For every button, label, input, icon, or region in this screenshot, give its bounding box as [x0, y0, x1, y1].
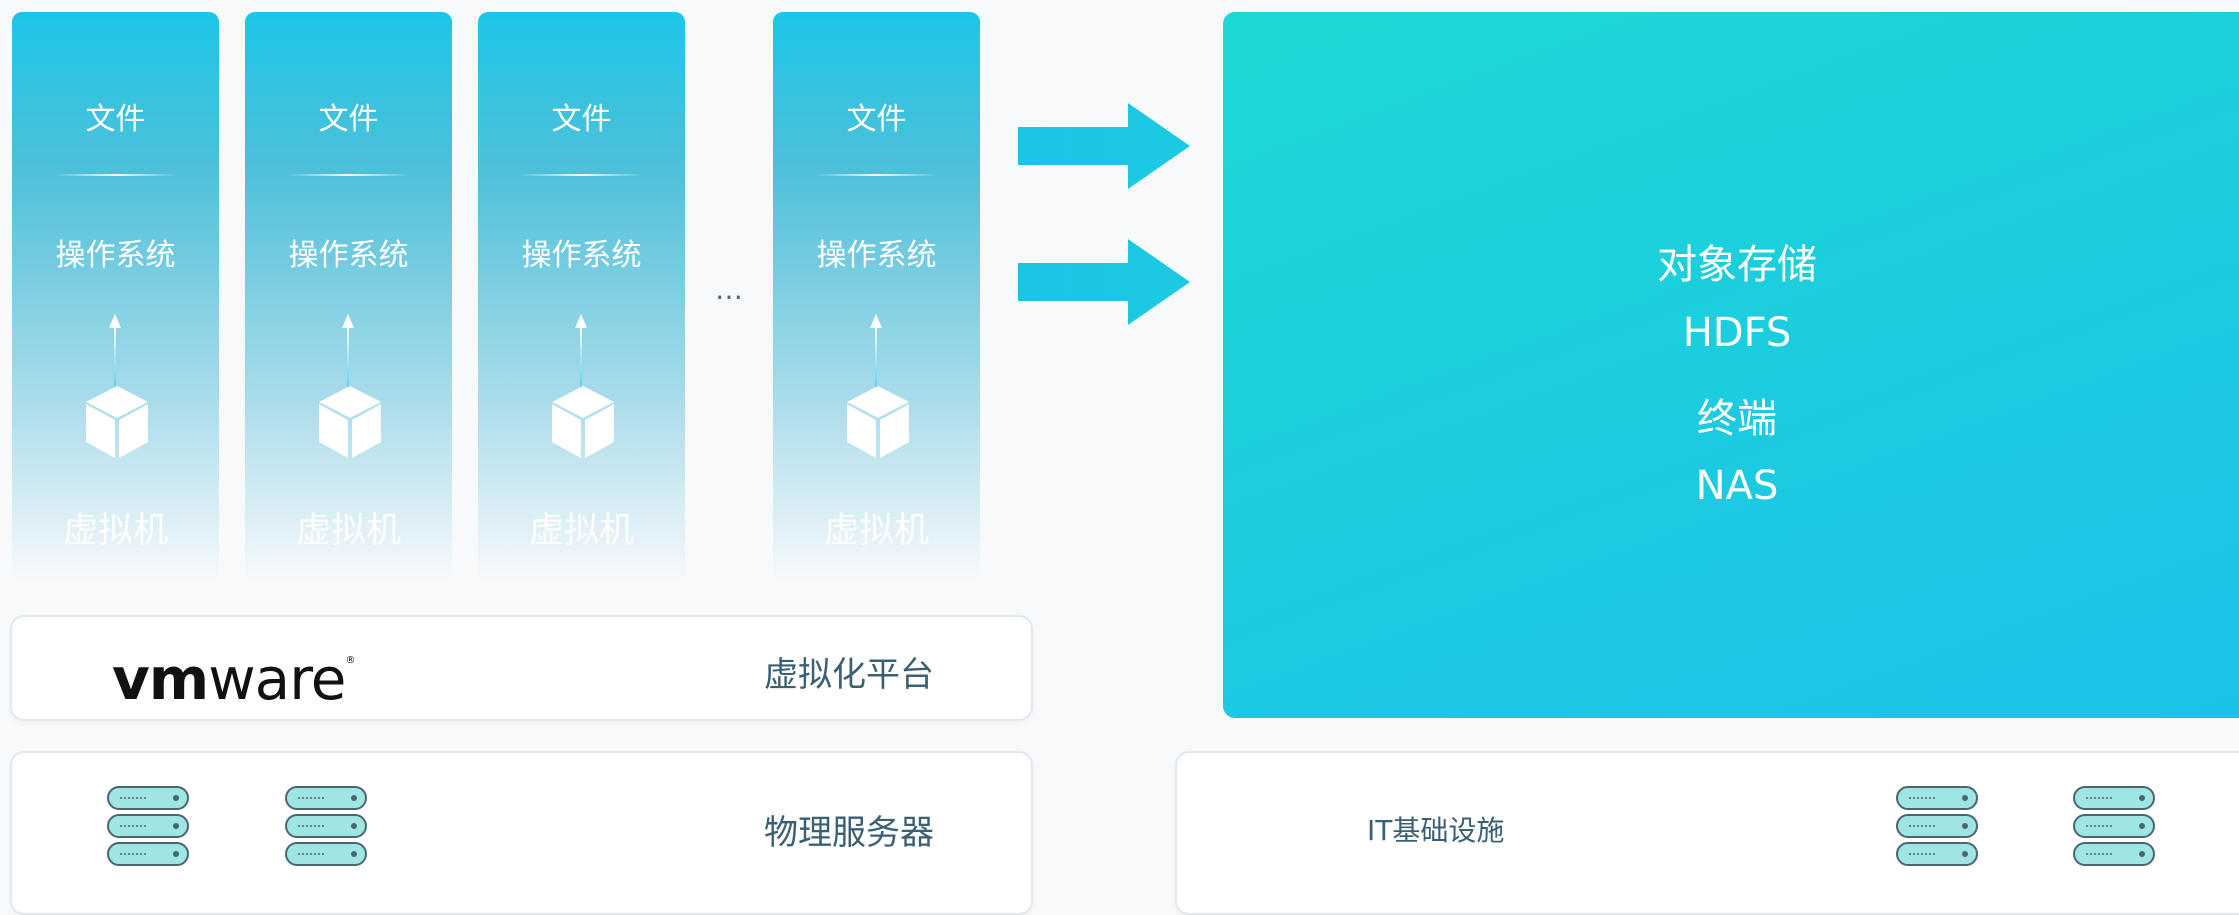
arrow-up-icon: [342, 314, 354, 402]
it-infrastructure-label: IT基础设施: [1367, 814, 1505, 847]
separator-line: [287, 174, 410, 176]
virtualization-platform-label: 虚拟化平台: [764, 655, 934, 695]
vm-column-4: 文件 操作系统 虚拟机: [773, 12, 980, 582]
server-icon: [285, 786, 367, 866]
vm-label: 虚拟机: [295, 511, 401, 551]
separator-line: [54, 174, 177, 176]
cube-icon: [552, 386, 614, 458]
vmware-logo-reg: ®: [345, 655, 355, 666]
vm-label: 虚拟机: [528, 511, 634, 551]
storage-item-hdfs: HDFS: [1682, 310, 1792, 356]
separator-line: [520, 174, 643, 176]
vm-label: 虚拟机: [62, 511, 168, 551]
ellipsis: …: [715, 273, 745, 306]
cube-icon: [86, 386, 148, 458]
vm-column-3: 文件 操作系统 虚拟机: [478, 12, 685, 582]
storage-panel: 对象存储 HDFS 终端 NAS: [1223, 12, 2239, 718]
vmware-logo-ware: ware: [208, 645, 346, 713]
vm-column-1: 文件 操作系统 虚拟机: [12, 12, 219, 582]
file-label: 文件: [551, 102, 612, 137]
file-label: 文件: [846, 102, 907, 137]
os-label: 操作系统: [288, 238, 409, 273]
arrow-up-icon: [870, 314, 882, 402]
physical-servers-label: 物理服务器: [764, 813, 934, 853]
arrow-right-icon: [1018, 239, 1190, 325]
arrow-right-icon: [1018, 103, 1190, 189]
storage-item-terminal: 终端: [1697, 396, 1777, 442]
vm-label: 虚拟机: [823, 511, 929, 551]
cube-icon: [319, 386, 381, 458]
storage-item-object: 对象存储: [1657, 242, 1817, 288]
file-label: 文件: [318, 102, 379, 137]
it-infrastructure-box: IT基础设施: [1175, 751, 2239, 915]
arrow-up-icon: [575, 314, 587, 402]
vm-column-2: 文件 操作系统 虚拟机: [245, 12, 452, 582]
server-icon: [1896, 786, 1978, 866]
separator-line: [815, 174, 938, 176]
os-label: 操作系统: [816, 238, 937, 273]
vmware-logo: vmware®: [112, 645, 355, 713]
physical-servers-box: 物理服务器: [10, 751, 1033, 915]
cube-icon: [847, 386, 909, 458]
arrow-up-icon: [109, 314, 121, 402]
file-label: 文件: [85, 102, 146, 137]
server-icon: [107, 786, 189, 866]
os-label: 操作系统: [55, 238, 176, 273]
server-icon: [2073, 786, 2155, 866]
os-label: 操作系统: [521, 238, 642, 273]
virtualization-platform-box: vmware® 虚拟化平台: [10, 615, 1033, 721]
storage-item-nas: NAS: [1695, 463, 1779, 509]
vmware-logo-vm: vm: [112, 645, 209, 713]
